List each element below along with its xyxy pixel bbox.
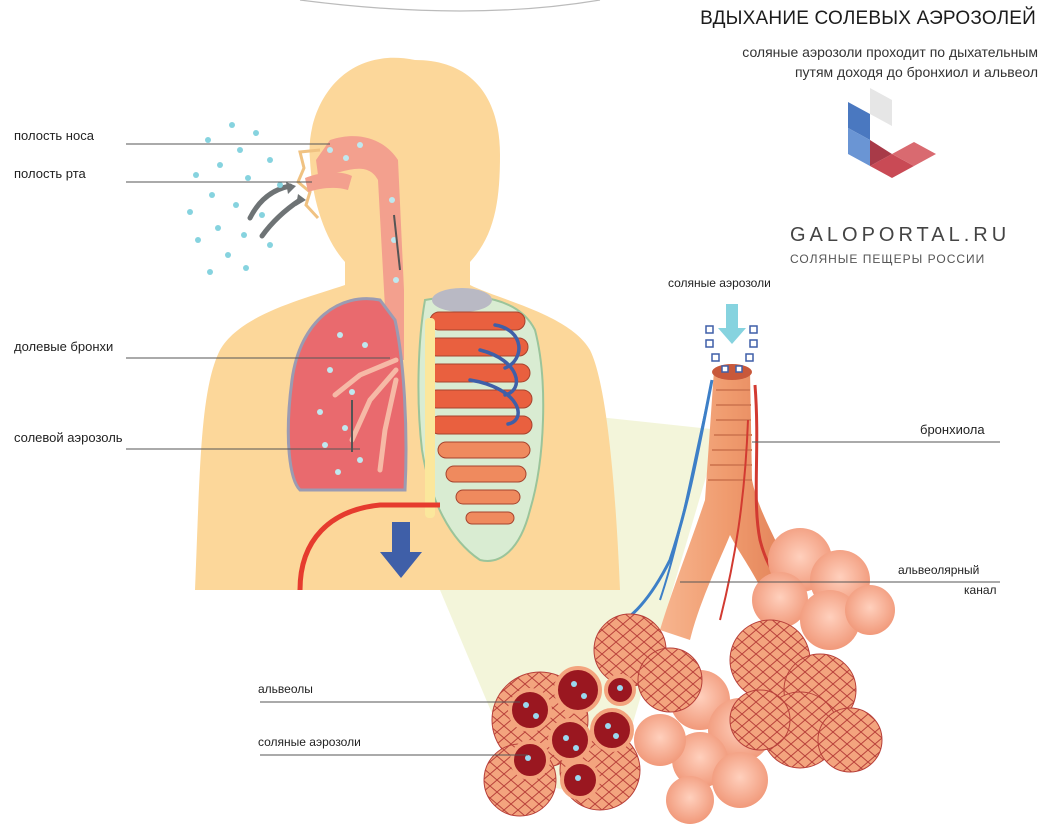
brand-tagline: СОЛЯНЫЕ ПЕЩЕРЫ РОССИИ xyxy=(790,252,985,266)
aerosol-cloud xyxy=(187,122,283,275)
label-lobar-bronchi: долевые бронхи xyxy=(14,339,113,354)
diagram-title: ВДЫХАНИЕ СОЛЕВЫХ АЭРОЗОЛЕЙ xyxy=(700,8,1036,30)
label-alveolar-duct-1: альвеолярный xyxy=(898,563,979,577)
diagram-subtitle-2: путям доходя до бронхиол и альвеол xyxy=(795,62,1038,82)
brand-name: GALOPORTAL.RU xyxy=(790,224,1010,247)
aerosol-entry-arrow xyxy=(718,304,746,344)
label-salt-aerosols-bottom: соляные аэрозоли xyxy=(258,735,361,749)
label-salt-aerosols-top: соляные аэрозоли xyxy=(668,276,771,290)
label-oral-cavity: полость рта xyxy=(14,166,86,181)
label-nasal-cavity: полость носа xyxy=(14,128,94,143)
galoportal-logo xyxy=(848,88,936,178)
body-silhouette xyxy=(195,58,620,590)
label-alveolar-duct-2: канал xyxy=(964,583,997,597)
label-alveoli: альвеолы xyxy=(258,682,313,696)
diagram-subtitle-1: соляные аэрозоли проходит по дыхательным xyxy=(742,42,1038,62)
label-salt-aerosol: солевой аэрозоль xyxy=(14,430,123,445)
top-arc xyxy=(300,0,600,11)
label-bronchiole: бронхиола xyxy=(920,422,985,437)
